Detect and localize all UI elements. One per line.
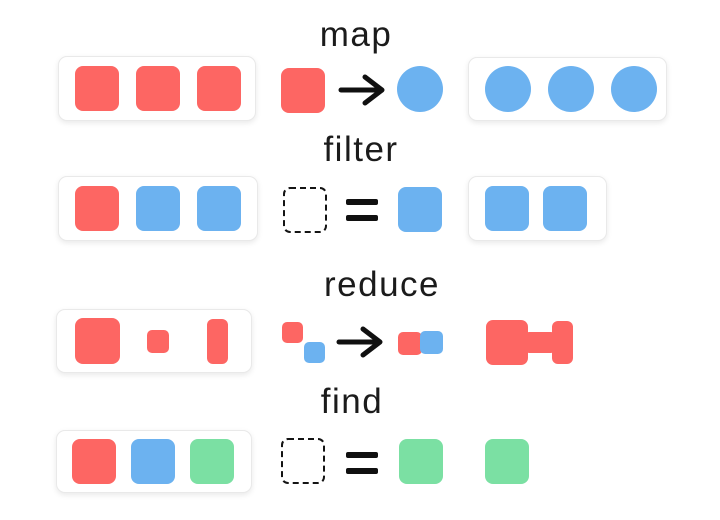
find-predicate-placeholder — [281, 438, 325, 484]
arrow-right-icon — [336, 324, 384, 360]
merged-red-shape — [486, 320, 573, 365]
equals-bar-top — [346, 452, 378, 458]
find-operator — [346, 452, 378, 474]
filter-operator — [346, 199, 378, 221]
blue-square-sm — [420, 331, 443, 354]
red-square — [75, 66, 119, 111]
blue-square — [197, 186, 241, 231]
reduce-operator — [336, 324, 384, 360]
red-blue-pair-offset — [282, 322, 325, 363]
equals-bar-bottom — [346, 468, 378, 474]
find-predicate-match — [399, 439, 443, 484]
reduce-operation-input — [282, 322, 325, 363]
blue-square-sm — [304, 342, 325, 363]
filter-output-card — [468, 176, 607, 241]
red-square-sm — [147, 329, 169, 353]
arrow-right-icon — [338, 72, 386, 108]
map-operation-input — [281, 68, 325, 113]
equals-bar-top — [346, 199, 378, 205]
reduce-operation-result — [398, 331, 443, 355]
red-square-sm — [282, 322, 303, 343]
blue-square — [131, 439, 175, 484]
blue-square — [485, 186, 529, 231]
blue-circle — [611, 66, 657, 112]
blue-square — [136, 186, 180, 231]
map-input-card — [58, 56, 256, 121]
map-operator — [338, 72, 386, 108]
filter-input-card — [58, 176, 258, 241]
green-square — [399, 439, 443, 484]
map-output-card — [468, 57, 667, 121]
red-square-lg — [75, 318, 120, 364]
blue-square — [398, 187, 442, 232]
label-reduce: reduce — [323, 265, 441, 304]
find-input-card — [56, 430, 252, 493]
label-filter: filter — [323, 130, 399, 169]
equals-bar-bottom — [346, 215, 378, 221]
red-square — [72, 439, 116, 484]
map-operation-result — [397, 66, 443, 112]
blue-square — [543, 186, 587, 231]
dumbbell-d-bar — [552, 321, 573, 364]
red-square — [136, 66, 180, 111]
red-square — [281, 68, 325, 113]
blue-circle — [548, 66, 594, 112]
dashed-placeholder-box — [283, 187, 327, 233]
reduce-input-card — [56, 309, 252, 373]
reduce-output — [486, 320, 573, 365]
green-square — [485, 439, 529, 484]
dashed-placeholder-box — [281, 438, 325, 484]
dumbbell-d-mid — [524, 332, 556, 353]
dumbbell-d-big — [486, 320, 528, 365]
equals-icon — [346, 452, 378, 474]
red-square-sm — [398, 332, 422, 355]
red-square — [75, 186, 119, 231]
red-square-tall — [207, 318, 228, 364]
find-output — [485, 439, 529, 484]
green-square — [190, 439, 234, 484]
blue-circle — [397, 66, 443, 112]
label-find: find — [320, 382, 384, 421]
red-square — [197, 66, 241, 111]
filter-predicate-match — [398, 187, 442, 232]
label-map: map — [319, 15, 393, 54]
equals-icon — [346, 199, 378, 221]
red-blue-pair-joined — [398, 331, 443, 355]
filter-predicate-placeholder — [283, 187, 327, 233]
blue-circle — [485, 66, 531, 112]
